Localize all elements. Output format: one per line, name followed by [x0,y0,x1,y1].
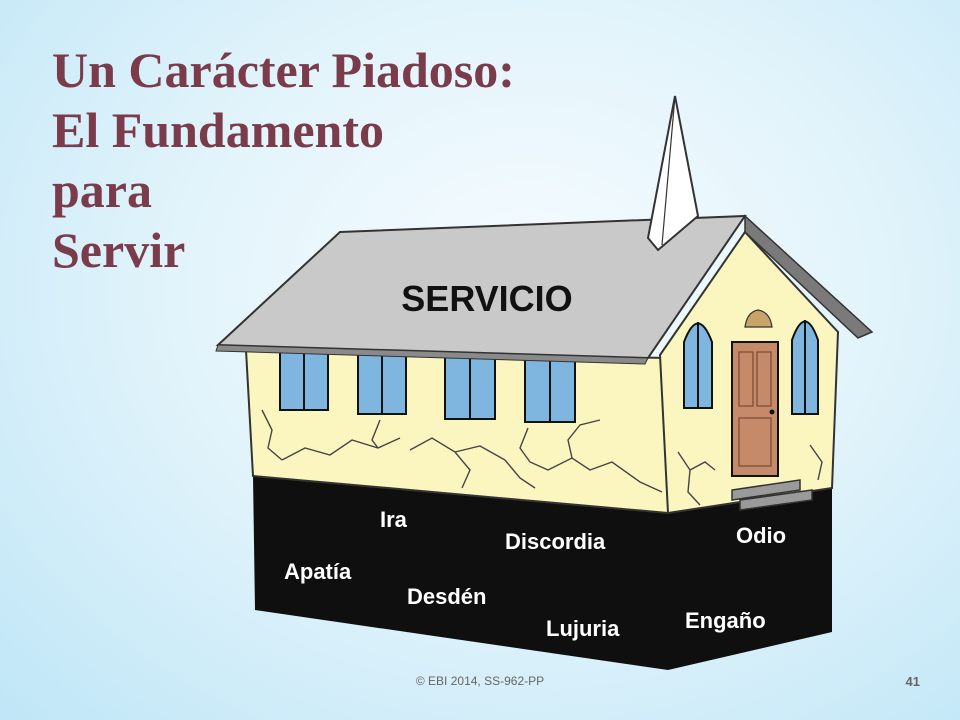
word-ira: Ira [380,507,408,532]
front-windows [279,351,576,423]
door [731,341,779,477]
foundation-front [253,476,668,670]
word-engano: Engaño [685,608,766,633]
word-desden: Desdén [407,584,486,609]
title-line-2: El Fundamento [52,102,385,158]
foundation-words: Ira Discordia Odio Apatía Desdén Lujuria… [284,507,786,641]
bell-icon [744,309,773,328]
word-odio: Odio [736,523,786,548]
word-discordia: Discordia [505,529,606,554]
title-line-1: Un Carácter Piadoso: [52,42,515,98]
wall-cracks [261,409,823,506]
title-line-3: para [52,162,152,218]
word-apatia: Apatía [284,559,352,584]
side-windows [683,320,819,415]
steps [731,479,813,511]
roof-label: SERVICIO [401,278,572,319]
foundation-side [668,488,832,670]
slide-title: Un Carácter Piadoso: El Fundamento para … [52,40,515,280]
steeple [646,95,700,252]
page-number: 41 [905,674,920,689]
footer-copyright: © EBI 2014, SS-962-PP [415,674,545,688]
title-line-4: Servir [52,222,186,278]
word-lujuria: Lujuria [546,616,620,641]
roof-bottom-edge [215,344,649,365]
roof-side-edge [744,214,874,339]
